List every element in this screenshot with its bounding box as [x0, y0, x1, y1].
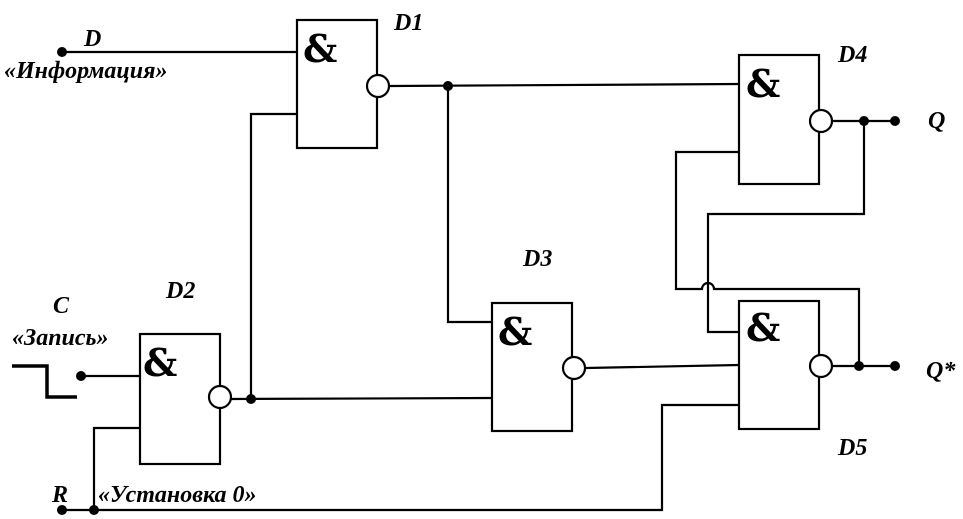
input-c-caption: «Запись» [12, 325, 109, 351]
gate-d2: & D2 [138, 278, 233, 466]
gate-d1-label: D1 [393, 10, 423, 36]
terminal-c [76, 371, 86, 381]
input-c-name: C [53, 293, 70, 319]
junction-r [89, 505, 99, 515]
signal-labels: D «Информация» C «Запись» R «Установка 0… [4, 26, 956, 508]
output-q-star-name: Q* [926, 358, 956, 384]
gate-d2-inverter-bubble [207, 384, 233, 410]
input-r-caption: «Установка 0» [98, 482, 257, 508]
gate-d3-label: D3 [522, 246, 552, 272]
wire-d1-out [389, 82, 740, 88]
terminal-q [890, 116, 900, 126]
gate-d4-inverter-bubble [808, 108, 834, 134]
gate-d4: & D4 [737, 42, 867, 186]
wire-r-bus [62, 403, 739, 512]
gate-d5-label: D5 [837, 435, 867, 461]
wire-d1-to-d3 [446, 86, 492, 324]
gate-d5-symbol: & [746, 305, 780, 350]
junction-d5-out [854, 361, 864, 371]
terminal-d [57, 47, 67, 57]
terminal-r [57, 505, 67, 515]
gate-d4-symbol: & [746, 61, 780, 106]
gate-d4-body [737, 53, 821, 186]
gate-d2-label: D2 [165, 278, 195, 304]
junctions [57, 47, 900, 515]
gate-d1-symbol: & [303, 26, 337, 71]
gate-d3-symbol: & [498, 309, 532, 354]
junction-d1-out [443, 81, 453, 91]
input-r-name: R [51, 482, 68, 508]
gate-d1-inverter-bubble [365, 73, 391, 99]
gate-d2-symbol: & [143, 340, 177, 385]
junction-d4-out [859, 116, 869, 126]
wire-q-feedback [706, 121, 866, 334]
gate-d1: & D1 [295, 10, 423, 150]
wire-d3-to-d5 [585, 363, 740, 370]
wire-d2-to-d1 [249, 112, 297, 399]
gate-d5-inverter-bubble [808, 353, 834, 379]
terminal-q-star [890, 361, 900, 371]
gate-d1-body [295, 18, 379, 150]
input-d-name: D [83, 26, 101, 52]
output-q-name: Q [928, 108, 945, 134]
gate-d5-body [737, 299, 821, 431]
gate-d3-body [490, 301, 574, 433]
wire-qstar-feedback [674, 150, 861, 366]
gate-d5: & D5 [737, 299, 867, 461]
input-d-caption: «Информация» [4, 58, 167, 84]
wire-r-to-d2 [92, 426, 140, 510]
gate-d3: & D3 [490, 246, 587, 433]
gate-d3-inverter-bubble [561, 355, 587, 381]
junction-d2-out [246, 394, 256, 404]
gate-d4-label: D4 [837, 42, 867, 68]
clock-pulse-symbol [12, 364, 77, 399]
wire-d2-out [230, 396, 493, 401]
gate-d2-body [138, 332, 222, 466]
